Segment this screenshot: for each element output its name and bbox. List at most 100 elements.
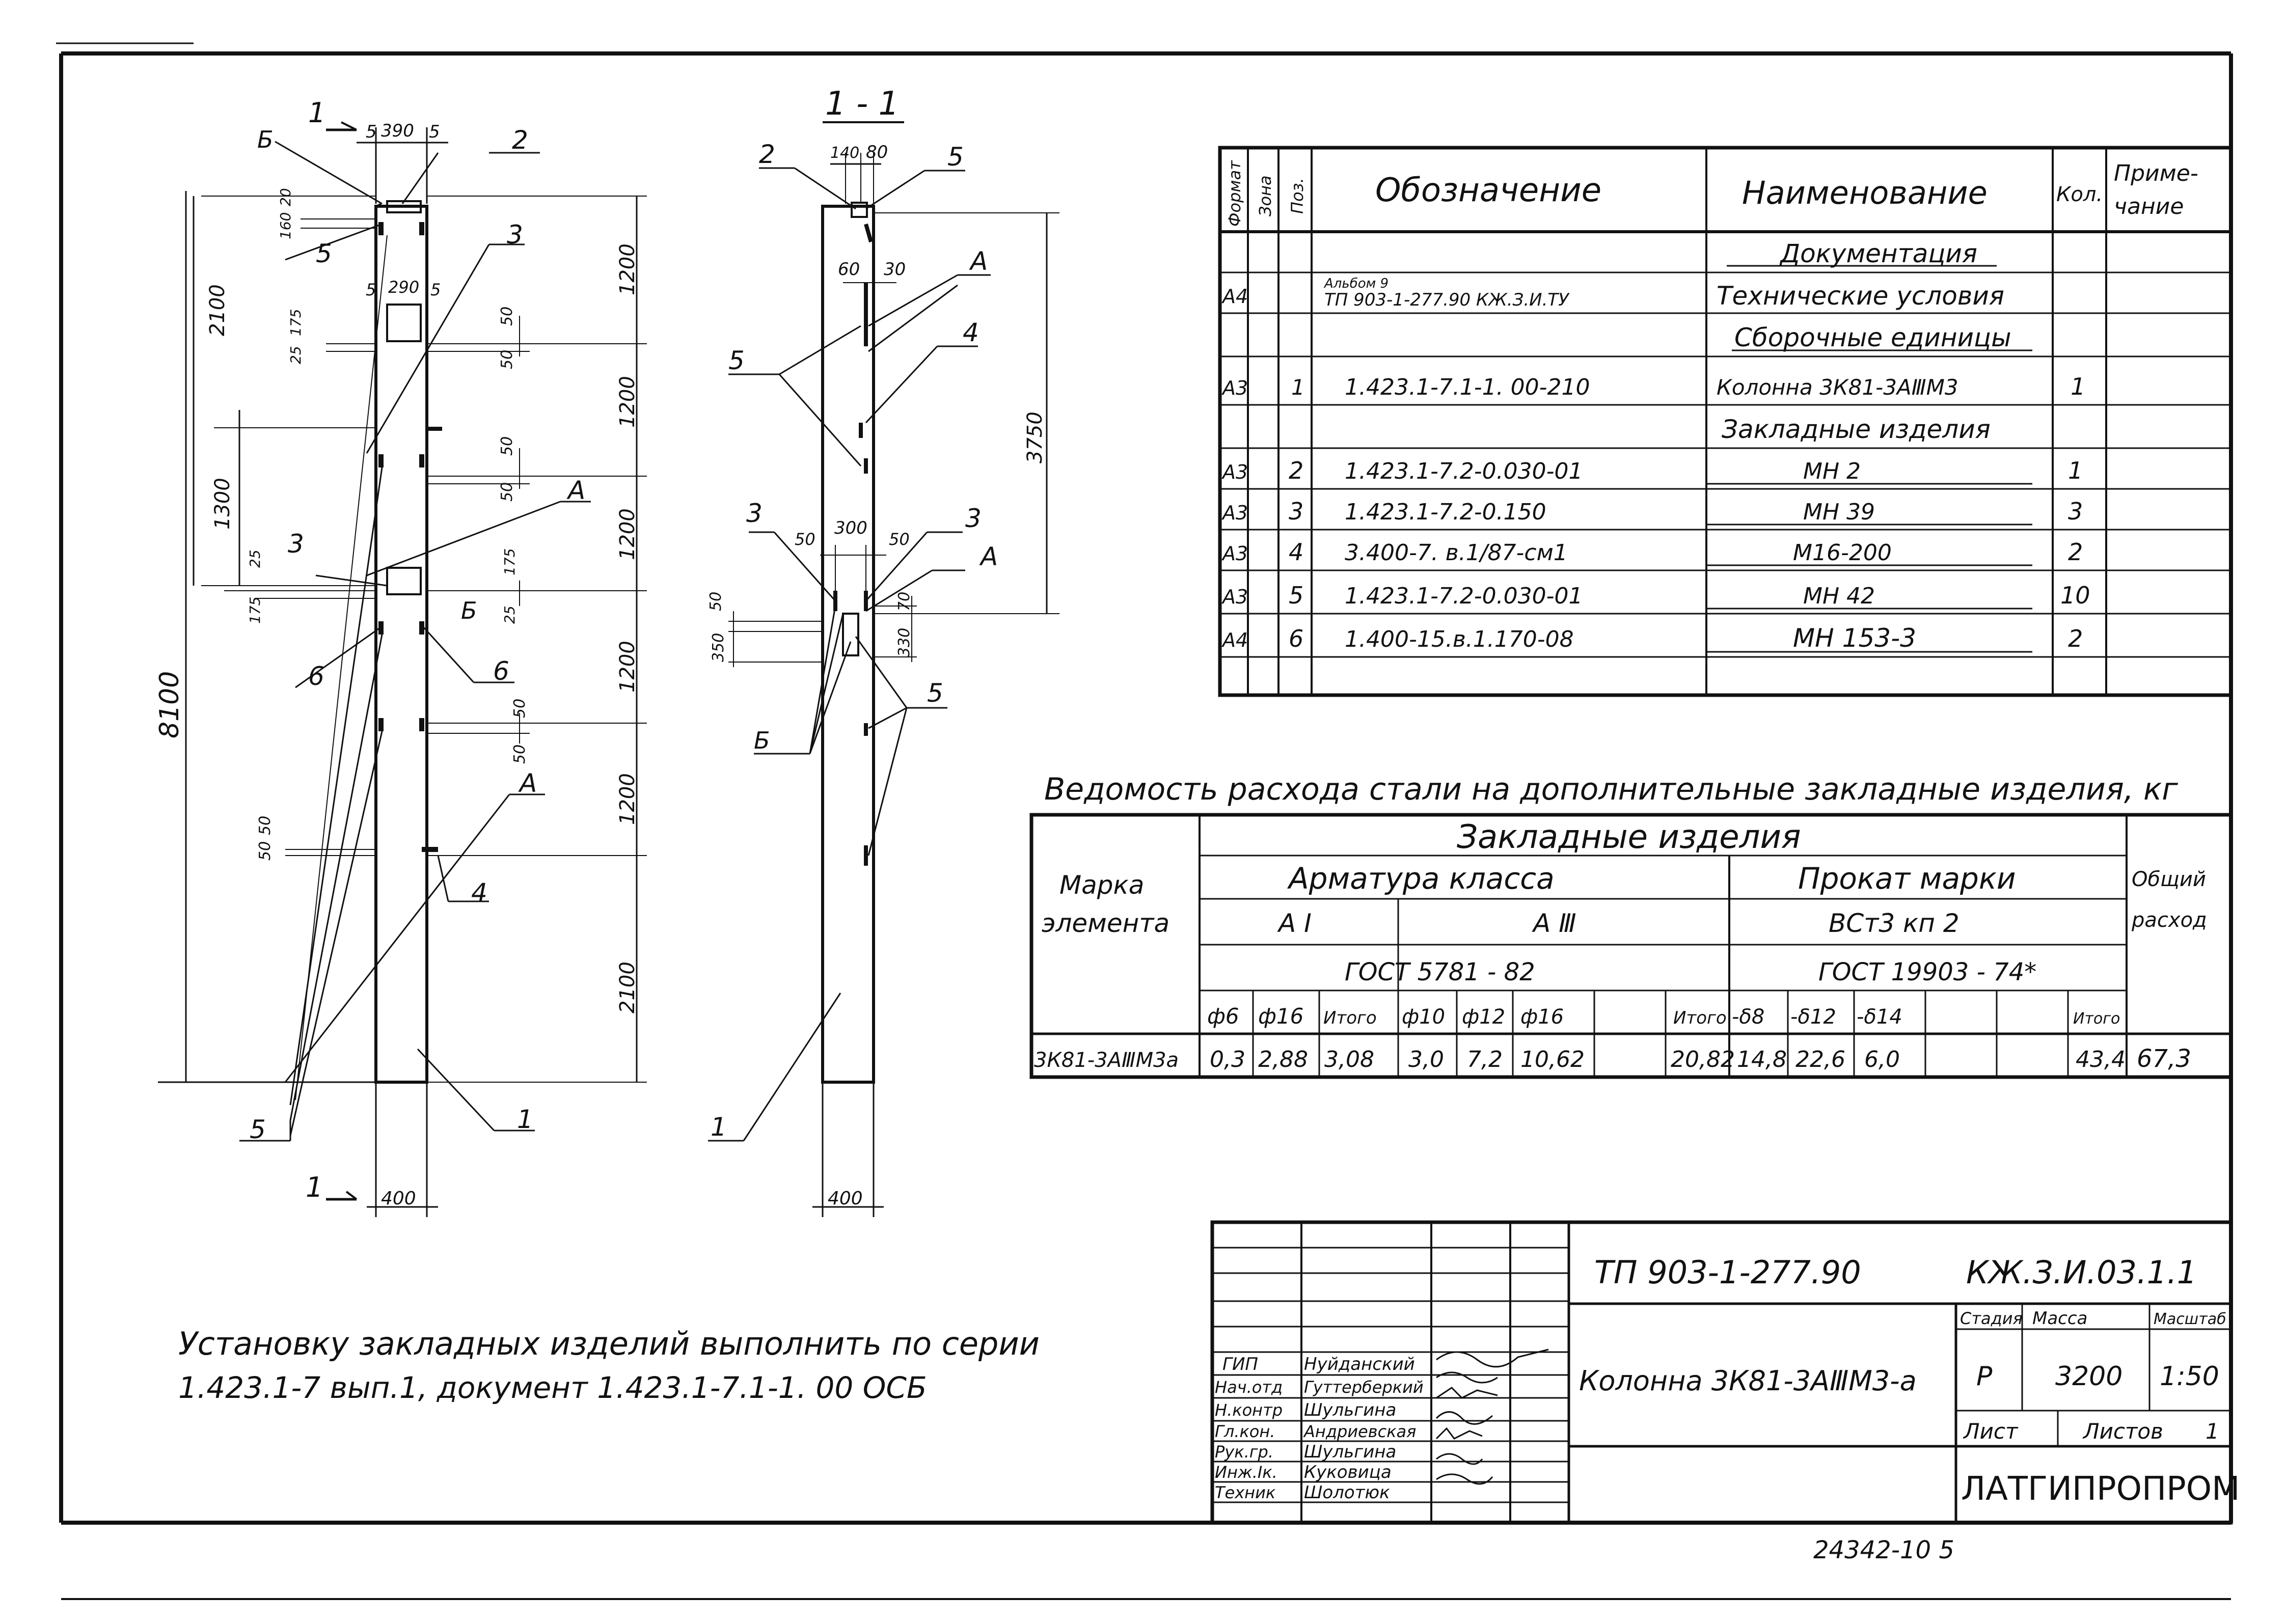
dim-160: 160: [277, 212, 294, 239]
plate-low: [386, 567, 422, 595]
sec-lead-3a: 3: [746, 499, 763, 528]
lead-5b: 5: [250, 1115, 266, 1144]
lead-5a: 5: [316, 239, 332, 268]
steel-row-value-4: 3,0: [1408, 1047, 1444, 1072]
lead-b-side: Б: [461, 597, 477, 624]
staff-name-3: Шульгина: [1304, 1400, 1396, 1420]
spec-row6-format: А3: [1221, 586, 1248, 608]
spec-section-docs: Документация: [1779, 239, 1977, 268]
staff-role-5: Рук.гр.: [1215, 1442, 1273, 1462]
dim-50e: 50: [511, 699, 529, 718]
steel-mark-header-1: Марка: [1059, 870, 1144, 900]
spec-row1-name: Технические условия: [1717, 281, 2004, 311]
lead-2: 2: [512, 125, 528, 155]
sec-dim-50b: 50: [889, 530, 910, 549]
steel-embedded-header: Закладные изделия: [1457, 818, 1801, 856]
sec-lead-1: 1: [711, 1112, 727, 1142]
dim-top-gap-right: 5: [429, 122, 440, 142]
title-stage: Р: [1976, 1361, 1993, 1392]
lead-1: 1: [517, 1105, 533, 1134]
plate-mid: [386, 304, 422, 342]
spec-header-note-2: чание: [2114, 194, 2184, 219]
dim-25a: 25: [287, 346, 304, 364]
sec-dim-330: 330: [895, 628, 913, 657]
staff-role-6: Инж.Ⅰк.: [1215, 1463, 1277, 1482]
dim-plate-gap-left: 5: [366, 280, 376, 299]
steel-sub-header-1: ф6: [1207, 1004, 1239, 1029]
steel-sub-header-10: -δ12: [1790, 1005, 1836, 1029]
steel-row-value-2: 2,88: [1258, 1047, 1308, 1072]
section-plate-top: [851, 202, 868, 218]
dim-50d: 50: [498, 482, 516, 502]
spec-row5-format: А3: [1221, 542, 1248, 565]
dim-20: 20: [277, 188, 294, 206]
dim-50g: 50: [256, 841, 274, 861]
staff-role-3: Н.контр: [1215, 1400, 1283, 1420]
spec-row1-designation-2: ТП 903-1-277.90 КЖ.З.И.ТУ: [1324, 290, 1570, 310]
spec-row6-qty: 10: [2060, 582, 2090, 609]
steel-total-header-1: Общий: [2132, 868, 2206, 891]
spec-row4-qty: 3: [2068, 498, 2083, 525]
section-outline: [821, 205, 875, 1084]
spec-row7-pos: 6: [1289, 625, 1303, 652]
spec-header-designation: Обозначение: [1375, 172, 1601, 209]
dim-175c: 175: [501, 548, 518, 575]
sec-dim-350: 350: [710, 633, 727, 662]
column-outline: [374, 205, 428, 1084]
lead-6b: 6: [493, 656, 509, 686]
footer-number: 24342-10 5: [1813, 1536, 1954, 1564]
staff-name-7: Шолотюк: [1304, 1482, 1390, 1503]
spec-header-name: Наименование: [1742, 174, 1988, 211]
staff-name-5: Шульгина: [1304, 1442, 1396, 1462]
title-mass: 3200: [2055, 1361, 2122, 1392]
staff-role-1: ГИП: [1222, 1354, 1258, 1374]
spec-row4-format: А3: [1221, 502, 1248, 524]
title-scale-header: Масштаб: [2154, 1310, 2226, 1328]
spec-row6-name: МН 42: [1803, 583, 1875, 609]
spec-header-pos: Поз.: [1288, 178, 1307, 214]
steel-table-title: Ведомость расхода стали на дополнительны…: [1044, 772, 2178, 807]
spec-row2-pos: 1: [1291, 375, 1305, 400]
steel-total-header-2: расход: [2131, 909, 2207, 932]
steel-table: [1029, 813, 2233, 1079]
spec-section-assemblies: Сборочные единицы: [1734, 323, 2011, 352]
spec-row5-designation: 3.400-7. в.1/87-см1: [1345, 540, 1568, 566]
steel-table-text: Марка элемента Закладные изделия Арматур…: [1034, 818, 2207, 1073]
spec-row6-designation: 1.423.1-7.2-0.030-01: [1345, 583, 1583, 609]
spec-row7-name: МН 153-3: [1793, 623, 1916, 653]
staff-name-4: Андриевская: [1303, 1422, 1416, 1441]
dim-25c: 25: [501, 605, 518, 624]
title-stage-header: Стадия: [1960, 1309, 2023, 1328]
steel-sub-header-2: ф16: [1258, 1004, 1303, 1029]
spec-row5-pos: 4: [1289, 538, 1303, 566]
steel-gost-rolled: ГОСТ 19903 - 74*: [1818, 958, 2036, 986]
staff-name-6: Куковица: [1304, 1462, 1392, 1482]
dim-left-2100: 2100: [206, 284, 229, 336]
sec-dim-80: 80: [866, 142, 888, 162]
title-scale: 1:50: [2160, 1361, 2219, 1392]
dim-50f: 50: [511, 745, 529, 764]
title-sheet-code: КЖ.З.И.03.1.1: [1966, 1254, 2197, 1291]
steel-sub-header-9: -δ8: [1732, 1005, 1764, 1029]
sec-dim-50a: 50: [795, 530, 815, 549]
title-drawing-title: Колонна 3К81-3АⅢМ3-а: [1579, 1365, 1917, 1397]
spec-row2-designation: 1.423.1-7.1-1. 00-210: [1345, 374, 1590, 400]
spec-row3-pos: 2: [1289, 457, 1303, 484]
steel-sub-header-11: -δ14: [1857, 1005, 1902, 1029]
sec-lead-2: 2: [759, 140, 775, 169]
dim-bottom-width: 400: [381, 1188, 416, 1209]
steel-row-total: 67,3: [2137, 1044, 2191, 1073]
steel-sub-header-6: ф16: [1520, 1005, 1564, 1029]
title-sheets-count: 1: [2206, 1419, 2219, 1444]
dim-175b: 175: [247, 597, 263, 624]
sec-lead-a2: А: [979, 542, 998, 571]
dim-50c: 50: [498, 436, 516, 456]
dim-top-gap-left: 5: [366, 122, 377, 142]
spec-header-format: Формат: [1225, 160, 1244, 227]
title-block-text: ТП 903-1-277.90 КЖ.З.И.03.1.1 Колонна 3К…: [1215, 1254, 2240, 1508]
sec-lead-5b: 5: [728, 346, 745, 375]
spec-row1-format: А4: [1221, 285, 1248, 308]
title-sheets-label: Листов: [2082, 1419, 2163, 1444]
sec-lead-a1: А: [969, 246, 988, 276]
